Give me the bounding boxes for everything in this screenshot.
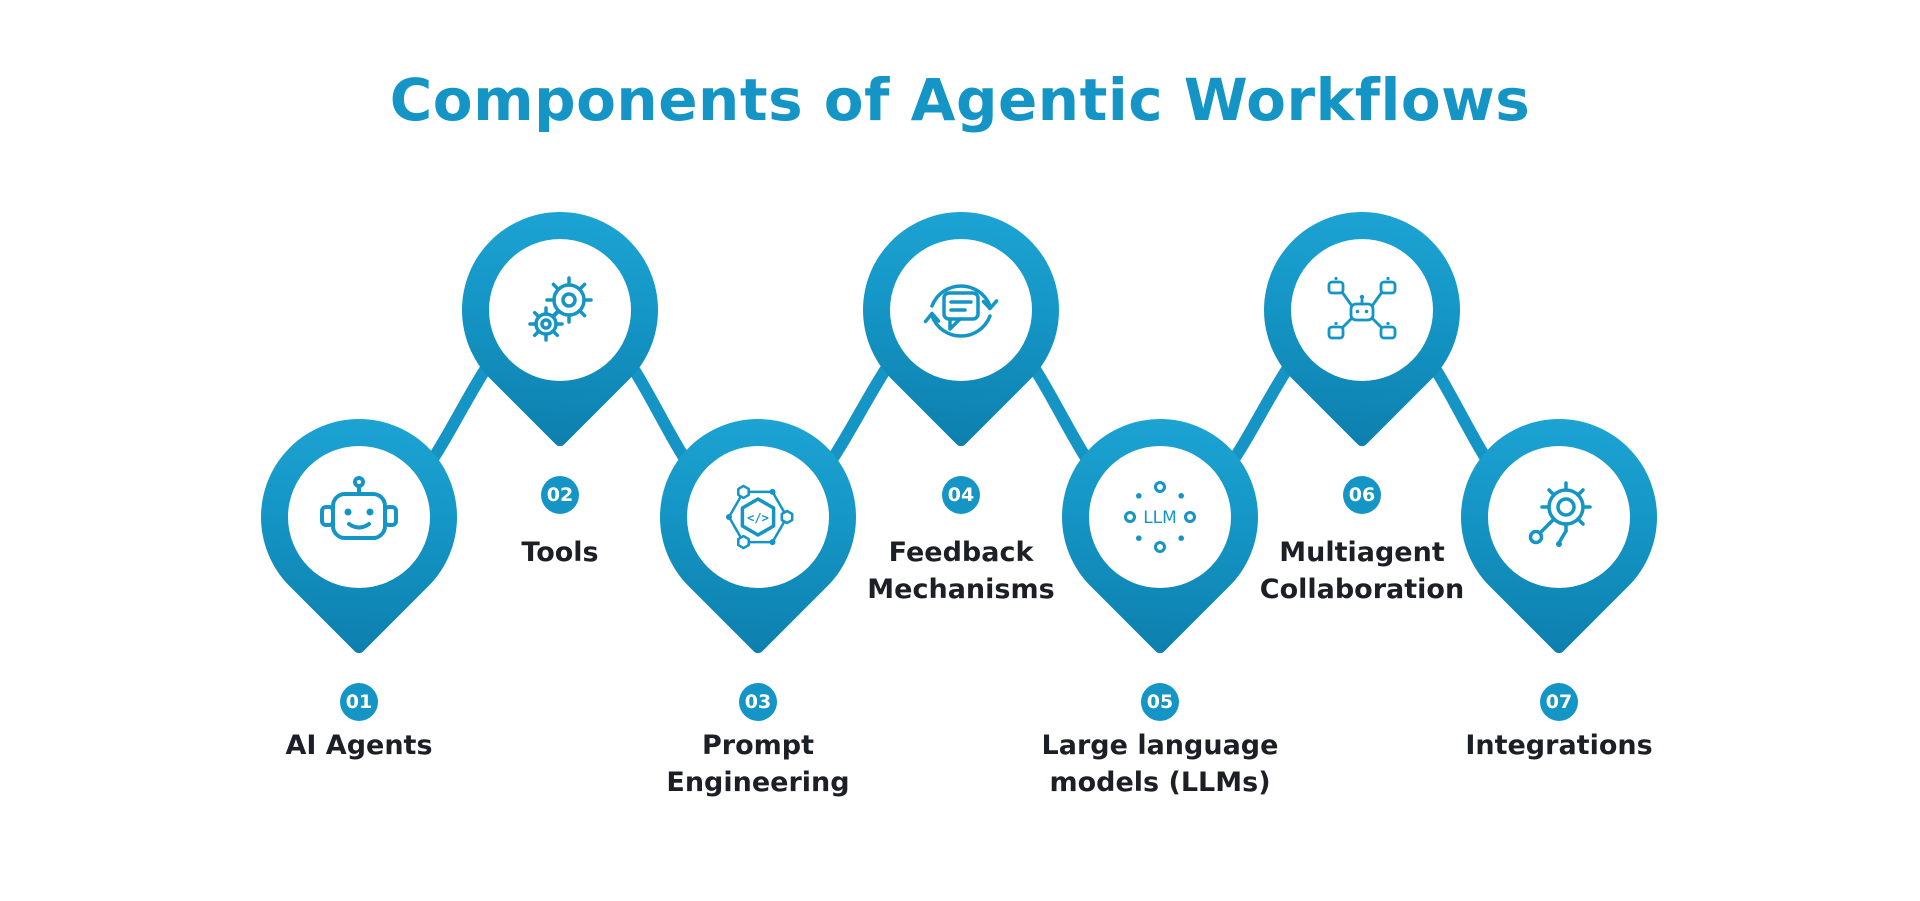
step-label: Tools bbox=[521, 537, 599, 568]
step-label: Integrations bbox=[1465, 730, 1653, 761]
page-title: Components of Agentic Workflows bbox=[389, 66, 1531, 134]
llm-glyph: LLM bbox=[1143, 508, 1177, 528]
step-label: Large language models (LLMs) bbox=[1041, 730, 1279, 798]
step-number-badge: 01 bbox=[340, 683, 378, 721]
step-number: 07 bbox=[1545, 691, 1573, 713]
hexagon-code-icon: </> bbox=[726, 484, 794, 550]
pin-inner-circle bbox=[288, 446, 430, 588]
step-number-badge: 05 bbox=[1141, 683, 1179, 721]
integration-gear-icon bbox=[1528, 481, 1592, 547]
feedback-loop-icon bbox=[923, 284, 999, 338]
step-number-badge: 06 bbox=[1343, 476, 1381, 514]
step-number: 06 bbox=[1348, 484, 1376, 506]
llm-icon: LLM bbox=[1124, 481, 1196, 553]
step-label: Feedback Mechanisms bbox=[867, 537, 1055, 605]
code-glyph: </> bbox=[747, 511, 769, 525]
step-number-badge: 07 bbox=[1540, 683, 1578, 721]
pin-inner-circle bbox=[1089, 446, 1231, 588]
step-number-badge: 03 bbox=[739, 683, 777, 721]
robot-icon bbox=[320, 476, 398, 540]
step-label: Prompt Engineering bbox=[666, 730, 850, 798]
step-number-badge: 04 bbox=[942, 476, 980, 514]
step-label: Multiagent Collaboration bbox=[1259, 537, 1465, 605]
gears-icon bbox=[528, 276, 593, 342]
pin-inner-circle bbox=[1488, 446, 1630, 588]
step-label: AI Agents bbox=[285, 730, 433, 761]
step-number: 01 bbox=[345, 691, 373, 713]
step-number: 02 bbox=[546, 484, 574, 506]
multiagent-icon bbox=[1327, 276, 1397, 340]
step-number: 05 bbox=[1146, 691, 1174, 713]
step-number-badge: 02 bbox=[541, 476, 579, 514]
step-number: 04 bbox=[947, 484, 975, 506]
step-number: 03 bbox=[744, 691, 772, 713]
